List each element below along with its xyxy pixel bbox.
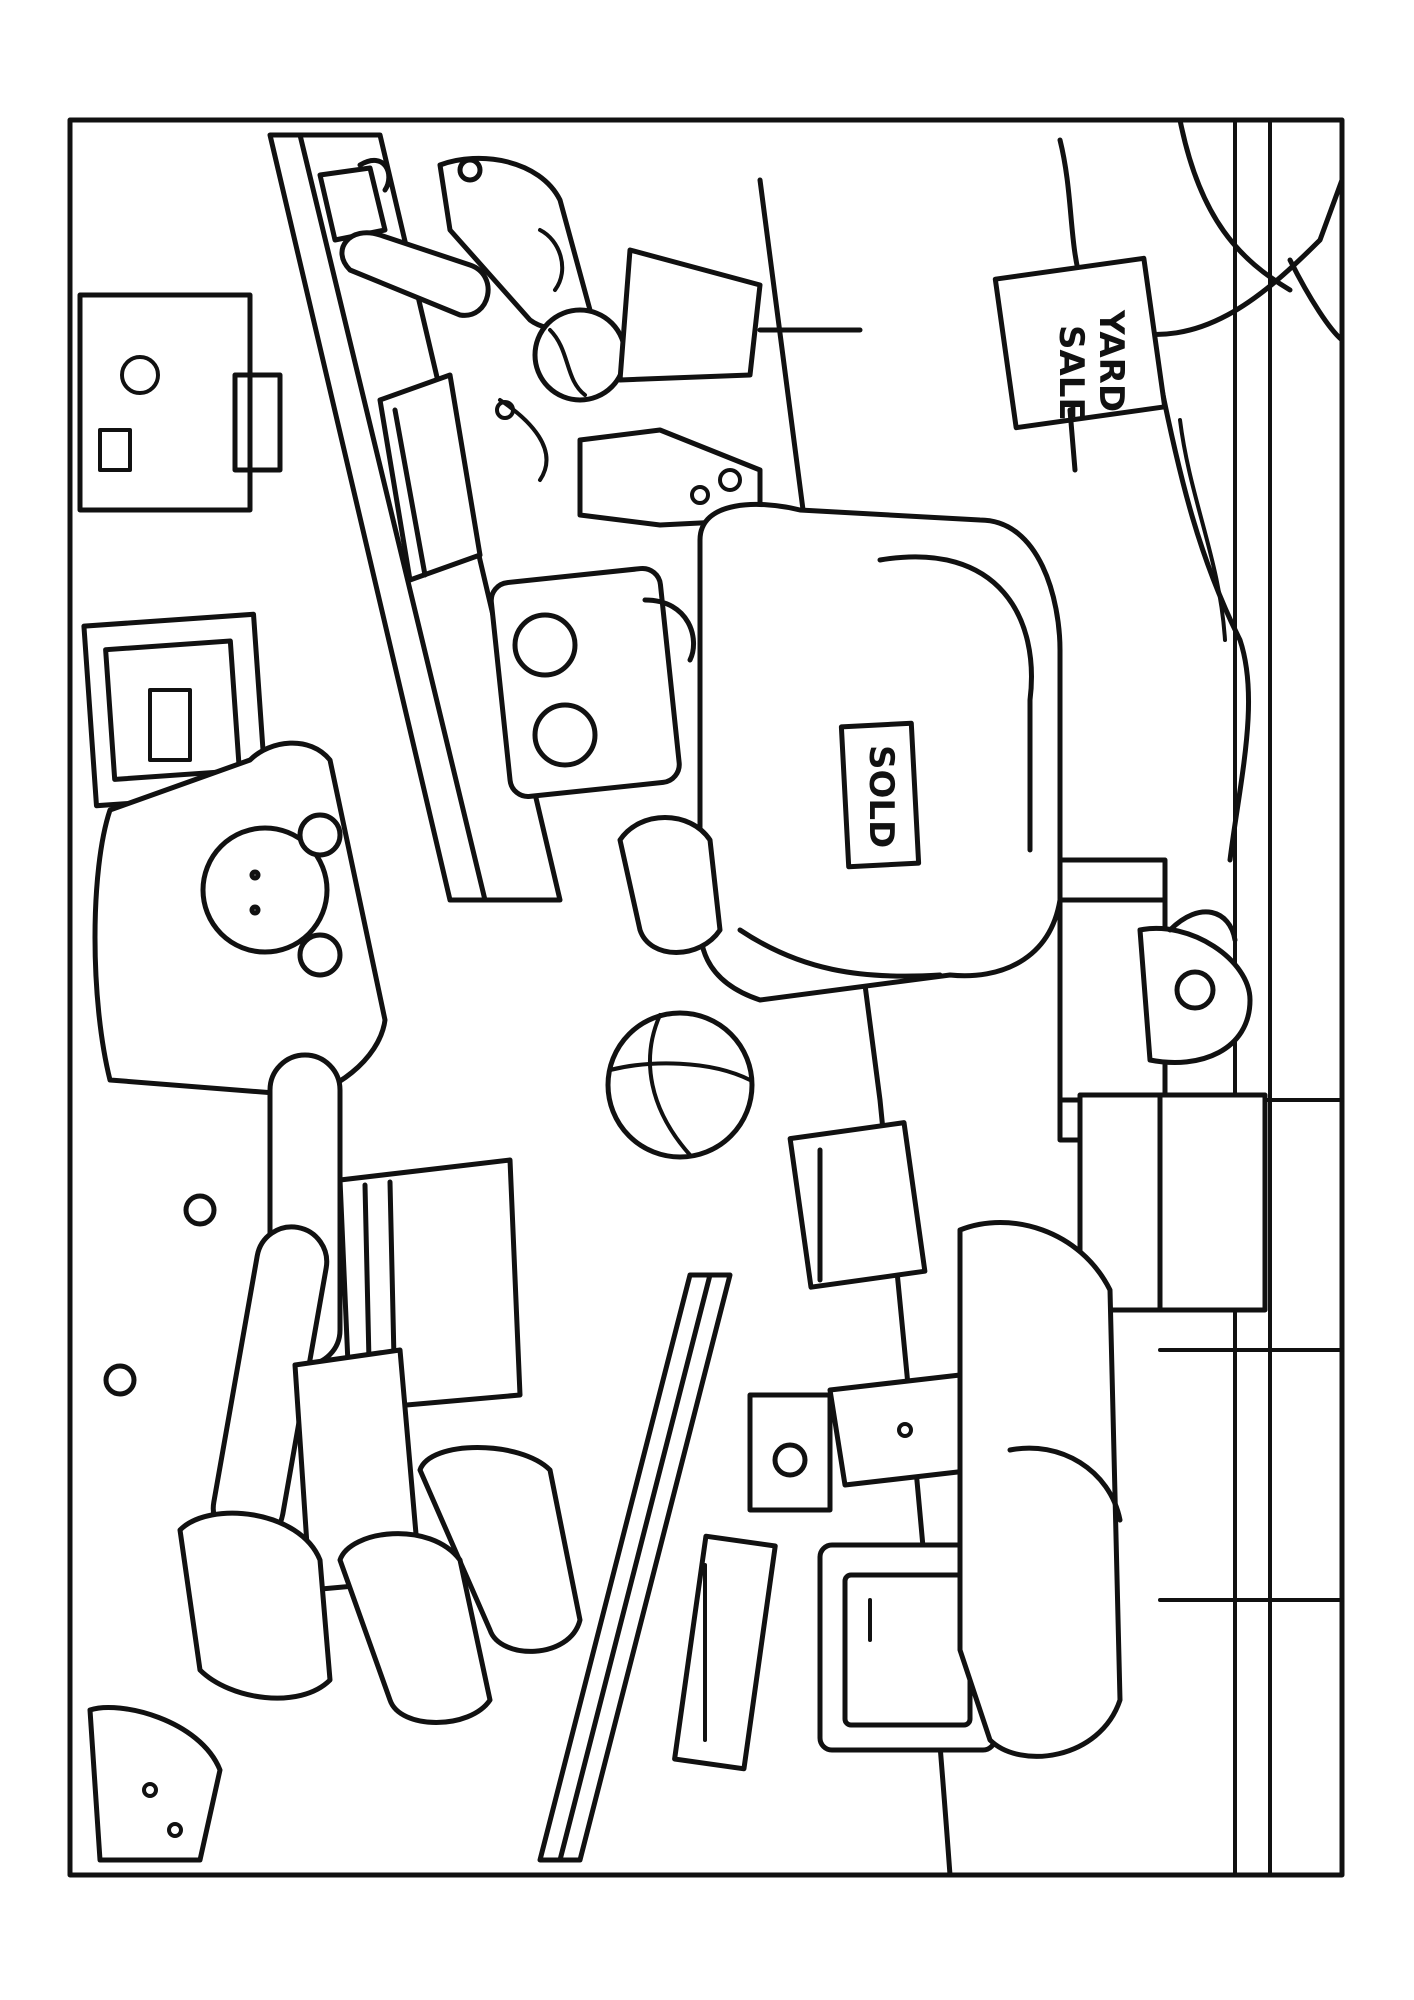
sold-tag: SOLD bbox=[838, 720, 922, 870]
rain-boots bbox=[337, 1445, 583, 1725]
cord bbox=[495, 398, 549, 482]
tree bbox=[1057, 117, 1345, 863]
book-stack bbox=[377, 372, 483, 583]
mug bbox=[317, 157, 392, 243]
baseball-glove bbox=[617, 815, 723, 955]
teddy-bear-crate bbox=[92, 740, 388, 1098]
stand-mixer bbox=[437, 155, 593, 332]
boombox bbox=[488, 565, 696, 799]
keyboard bbox=[672, 1533, 778, 1772]
table-right bbox=[537, 1272, 733, 1863]
stacked-books bbox=[787, 1120, 928, 1290]
yard-sale-sign: YARD SALE bbox=[992, 255, 1168, 473]
sofa bbox=[957, 1220, 1123, 1759]
basketball bbox=[605, 1010, 755, 1160]
page-border bbox=[67, 117, 1345, 1878]
sold-tag-label: SOLD bbox=[861, 745, 901, 848]
suitcase bbox=[77, 292, 283, 513]
vase bbox=[339, 230, 491, 318]
clothing-pile bbox=[87, 1510, 333, 1863]
lamp bbox=[617, 247, 863, 383]
blender bbox=[827, 1372, 978, 1488]
yard-sale-line1: YARD bbox=[1091, 309, 1131, 412]
speaker bbox=[747, 1392, 833, 1513]
storage-boxes bbox=[1077, 1092, 1268, 1313]
globe bbox=[532, 307, 628, 403]
teapot bbox=[1137, 909, 1253, 1065]
yard-sale-line2: SALE bbox=[1051, 325, 1091, 421]
